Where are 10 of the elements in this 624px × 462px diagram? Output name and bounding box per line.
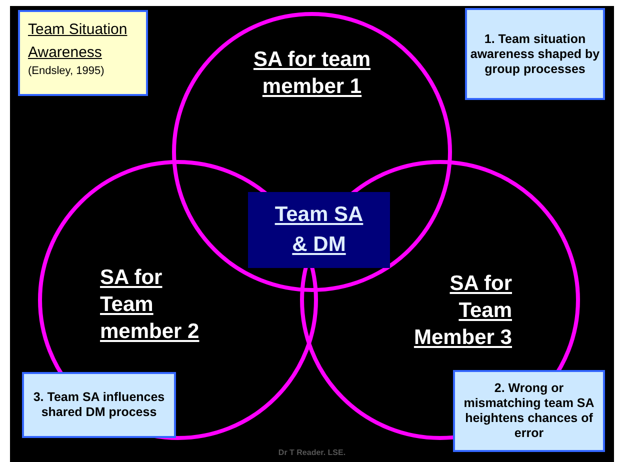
note-box: 2. Wrong or mismatching team SA heightens chances of error (453, 370, 605, 452)
circle-label: SA for Team Member 3 (412, 271, 512, 351)
title-box (18, 10, 148, 96)
circle-label: SA for team member 1 (252, 47, 372, 100)
circle-label: SA for Team member 2 (100, 265, 200, 345)
title-text: Team Situation Awareness (28, 20, 128, 63)
note-box: 3. Team SA influences shared DM process (22, 372, 176, 438)
footer-credit: Dr T Reader. LSE. (278, 448, 346, 457)
note-box: 1. Team situation awareness shaped by group processes (465, 8, 605, 100)
citation-text: (Endsley, 1995) (28, 64, 106, 78)
